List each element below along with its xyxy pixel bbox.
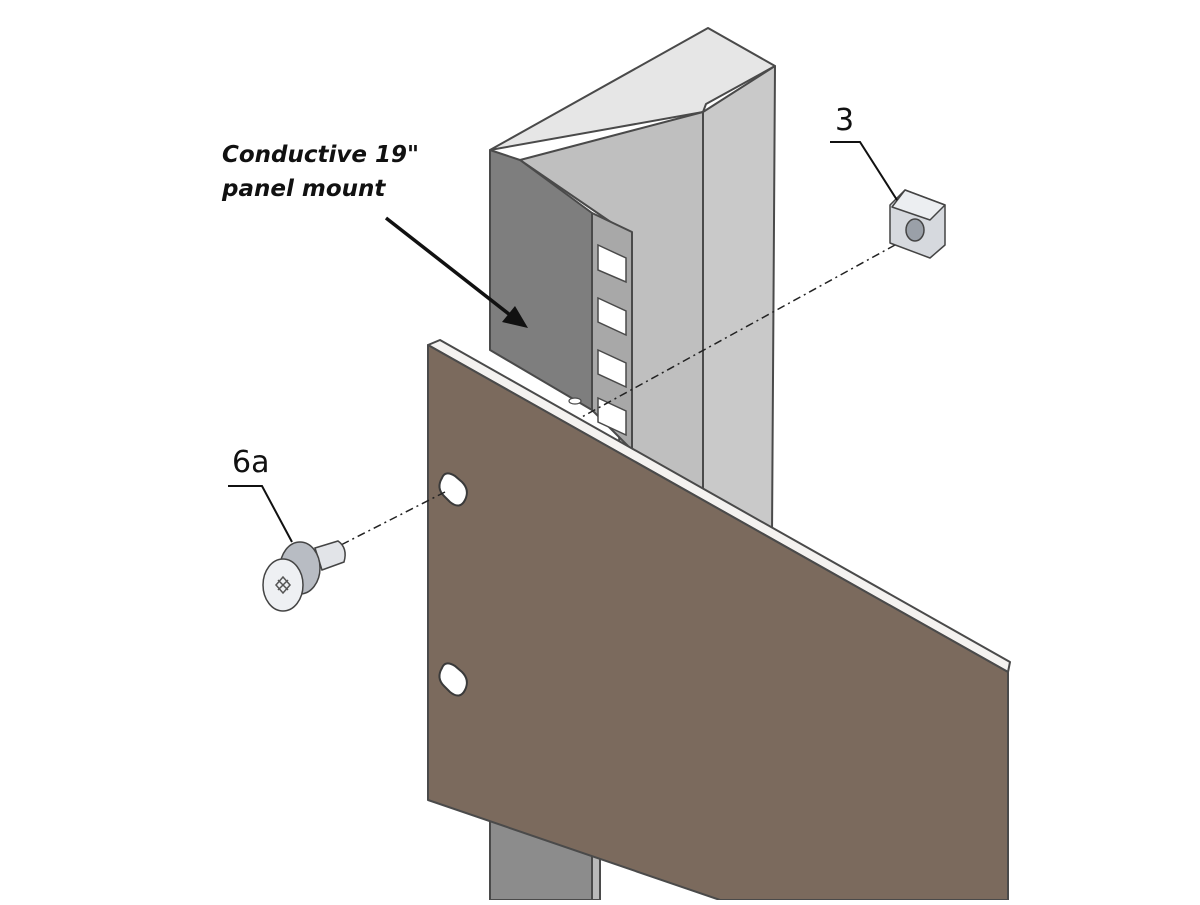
- callout-leader-3: [830, 141, 898, 201]
- annotation-arrowhead: [502, 306, 528, 328]
- panel-mount-annotation: Conductive 19" panel mount: [222, 138, 419, 206]
- cage-nut-alignment-line: [579, 244, 896, 419]
- screw-alignment-line: [334, 491, 446, 549]
- annotation-line-2: panel mount: [222, 176, 386, 202]
- annotation-arrow: [384, 216, 528, 328]
- front-panel: [427, 339, 1011, 901]
- left-margin: [0, 0, 150, 900]
- cage-nut: [889, 189, 946, 259]
- rail-hole: [597, 348, 627, 389]
- annotation-arrow-shaft: [384, 216, 516, 320]
- rail-top-cap: [489, 27, 776, 151]
- rail-hole: [597, 296, 627, 337]
- callout-leaders: [228, 141, 898, 543]
- annotation-line-1: Conductive 19": [222, 142, 419, 168]
- callout-label-screw: 6a: [232, 445, 270, 480]
- rail-hole: [597, 243, 627, 284]
- screw-shank: [314, 540, 346, 571]
- panel-slots: [438, 472, 468, 697]
- panel-slot-upper: [438, 472, 468, 507]
- alignment-lines: [334, 244, 896, 549]
- screw-with-washer: [262, 540, 346, 612]
- rail-square-holes: [597, 243, 627, 437]
- cage-nut-top: [891, 189, 946, 221]
- rail-hole: [597, 396, 627, 437]
- callout-label-cage-nut: 3: [835, 103, 855, 138]
- rail-right-face: [702, 65, 776, 536]
- callout-leader-6a: [228, 485, 293, 543]
- torx-drive-icon: [275, 575, 291, 595]
- cage-nut-hole: [905, 218, 925, 242]
- panel-slot-lower: [438, 662, 468, 697]
- rail-small-slot: [568, 397, 582, 405]
